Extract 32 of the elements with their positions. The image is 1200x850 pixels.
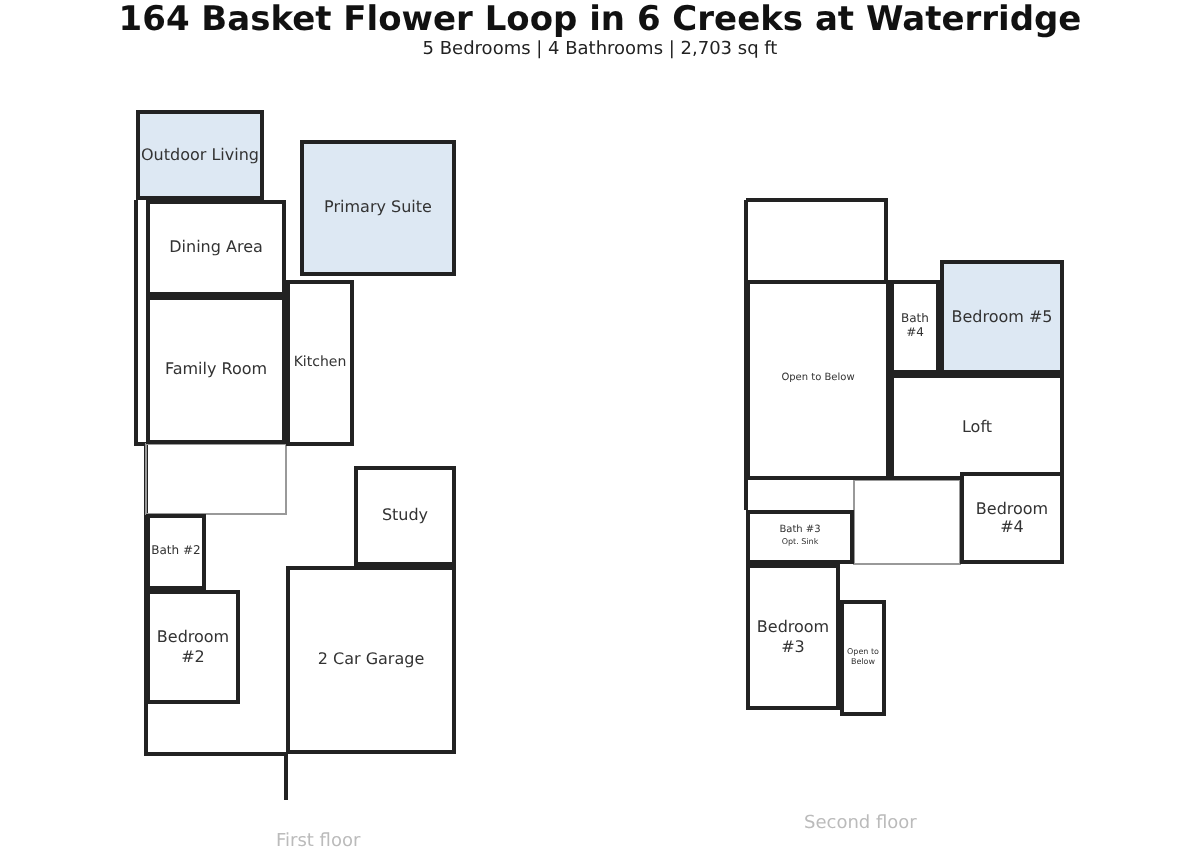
room <box>890 374 1064 480</box>
room-label: Outdoor Living <box>141 145 259 165</box>
room-label: Primary Suite <box>324 198 432 218</box>
room <box>840 600 886 716</box>
room <box>746 510 854 564</box>
room <box>300 140 456 276</box>
room <box>146 590 240 704</box>
floor-label: First floor <box>276 832 361 850</box>
room <box>890 280 940 374</box>
room-label: Study <box>381 506 429 526</box>
room-label: Bedroom #3 <box>754 618 832 656</box>
room-label: Bedroom #5 <box>951 307 1053 327</box>
room-label: Loft <box>961 417 993 437</box>
room-label: 2 Car Garage <box>317 650 425 670</box>
room <box>146 296 286 444</box>
room <box>146 200 286 296</box>
room-label: Bedroom #2 <box>154 628 232 666</box>
room <box>960 472 1064 564</box>
room-label: Bedroom #4 <box>973 499 1051 537</box>
room <box>746 280 890 480</box>
room <box>146 514 206 590</box>
room <box>746 564 840 710</box>
room <box>940 260 1064 374</box>
room <box>286 566 456 754</box>
room <box>136 110 264 200</box>
room-label: Dining Area <box>169 238 263 258</box>
room <box>354 466 456 566</box>
title: 164 Basket Flower Loop in 6 Creeks at Waterridge <box>116 0 1084 40</box>
subtitle: 5 Bedrooms | 4 Bathrooms | 2,703 sq ft <box>420 40 780 60</box>
floor-label: Second floor <box>804 814 917 834</box>
room <box>286 280 354 446</box>
room-label: Family Room <box>164 360 268 380</box>
